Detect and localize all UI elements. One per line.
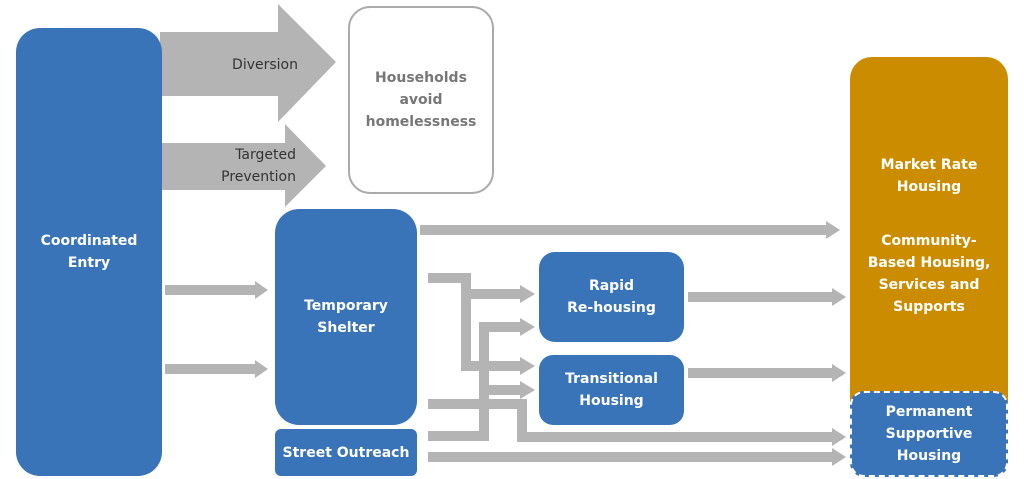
arrow-outreach-rrh — [428, 322, 522, 441]
housing-column: Market Rate Housing Community- Based Hou… — [850, 57, 1008, 477]
diversion-arrow — [160, 4, 336, 122]
community-based-housing-label: Community- Based Housing, Services and S… — [867, 233, 991, 315]
targeted-prevention-label: Targeted Prevention — [221, 147, 296, 185]
households-avoid-homelessness-box: Households avoid homelessness — [348, 6, 494, 194]
arrow-shelter-rrh — [428, 273, 522, 299]
street-outreach-box: Street Outreach — [275, 429, 417, 476]
permanent-supportive-housing-box: Permanent Supportive Housing — [850, 391, 1008, 477]
temporary-shelter-box: Temporary Shelter — [275, 209, 417, 425]
diversion-label: Diversion — [232, 57, 298, 73]
transitional-housing-box: Transitional Housing — [539, 355, 684, 425]
housing-gold-panel: Market Rate Housing Community- Based Hou… — [850, 57, 1008, 402]
prevention-arrow — [160, 124, 326, 207]
arrow-shelter-psh — [428, 399, 834, 442]
coordinated-entry-box: Coordinated Entry — [16, 28, 162, 476]
arrow-shelter-th — [461, 294, 522, 371]
rapid-rehousing-box: Rapid Re-housing — [539, 252, 684, 342]
market-rate-housing-label: Market Rate Housing — [880, 157, 978, 195]
